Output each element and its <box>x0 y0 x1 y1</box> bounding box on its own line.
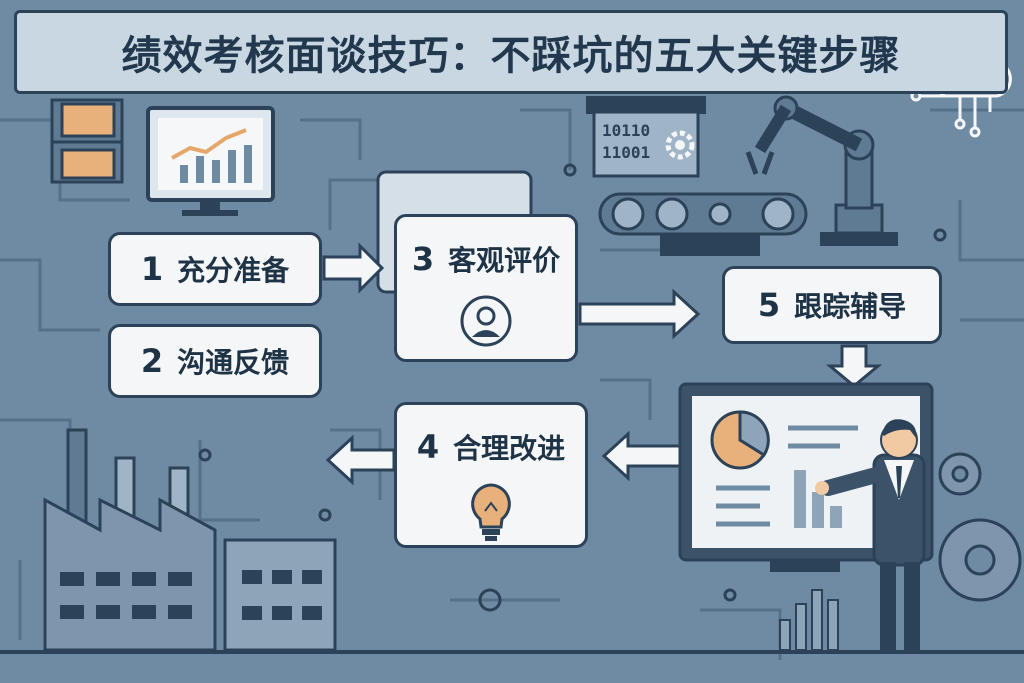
junction-dots <box>198 163 947 612</box>
arrow-1-to-3 <box>322 242 385 294</box>
lightbulb-icon <box>471 483 511 541</box>
arrow-5-down <box>825 344 883 388</box>
step-3-label: 客观评价 <box>448 244 561 277</box>
chart-monitor-icon <box>146 106 275 216</box>
page-title: 绩效考核面谈技巧：不踩坑的五大关键步骤 <box>121 33 901 79</box>
step-5-number: 5 <box>757 286 781 324</box>
server-panel-icon: 10110 11001 <box>586 96 706 178</box>
step-3-number: 3 <box>411 240 435 278</box>
code-line-2: 11001 <box>602 143 650 162</box>
conveyor-gears-icon <box>598 192 808 256</box>
step-3-box: 3 客观评价 <box>394 214 578 362</box>
step-2-box: 2 沟通反馈 <box>108 324 322 398</box>
step-5-label: 跟踪辅导 <box>794 290 907 323</box>
title-banner: 绩效考核面谈技巧：不踩坑的五大关键步骤 <box>14 10 1008 94</box>
boxes-shelf-icon <box>50 98 124 184</box>
gear-icon <box>938 452 1022 602</box>
flow-arrows <box>322 242 883 486</box>
step-4-box: 4 合理改进 <box>394 402 588 548</box>
businessman-icon <box>815 419 926 650</box>
user-avatar-icon <box>460 295 512 347</box>
step-4-label: 合理改进 <box>453 432 566 465</box>
step-2-number: 2 <box>140 342 164 380</box>
bar-stats-icon <box>779 589 839 651</box>
arrow-3-to-5 <box>578 288 701 340</box>
step-4-number: 4 <box>416 428 440 466</box>
step-1-box: 1 充分准备 <box>108 232 322 306</box>
arrow-4-left <box>325 434 396 486</box>
step-1-label: 充分准备 <box>177 254 290 287</box>
factory-icon <box>0 428 1024 654</box>
step-5-box: 5 跟踪辅导 <box>722 266 942 344</box>
step-2-label: 沟通反馈 <box>177 346 290 379</box>
step-1-number: 1 <box>140 250 164 288</box>
code-line-1: 10110 <box>602 121 650 140</box>
arrow-board-to-4 <box>601 430 682 482</box>
robot-arm-icon <box>745 95 898 246</box>
